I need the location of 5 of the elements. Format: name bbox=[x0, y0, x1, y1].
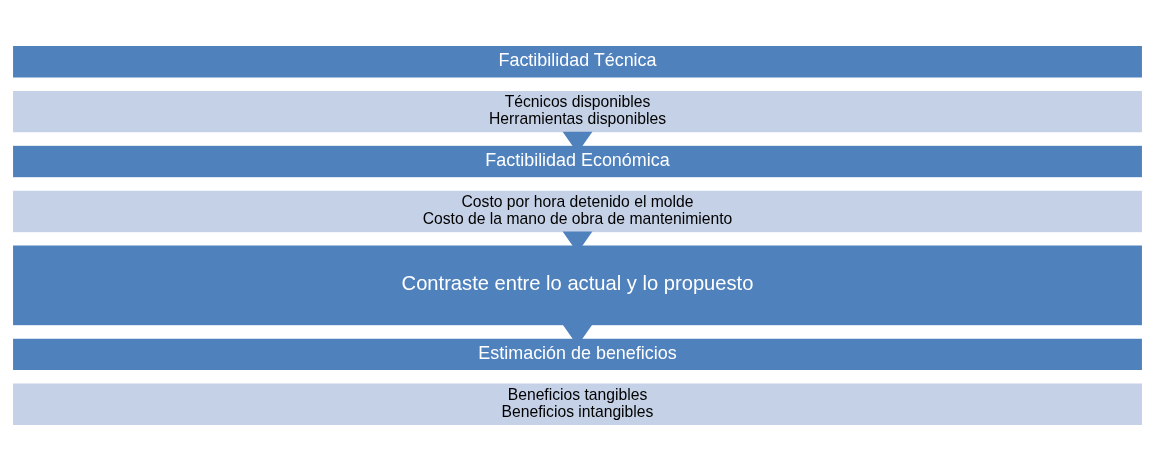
node-box: Técnicos disponibles Herramientas disponibles bbox=[11, 89, 1144, 134]
node-box: Factibilidad Económica bbox=[11, 144, 1144, 179]
node-box: Estimación de beneficios bbox=[11, 337, 1144, 372]
node-box: Factibilidad Técnica bbox=[11, 44, 1144, 79]
node-box: Beneficios tangibles Beneficios intangibles bbox=[11, 382, 1144, 427]
